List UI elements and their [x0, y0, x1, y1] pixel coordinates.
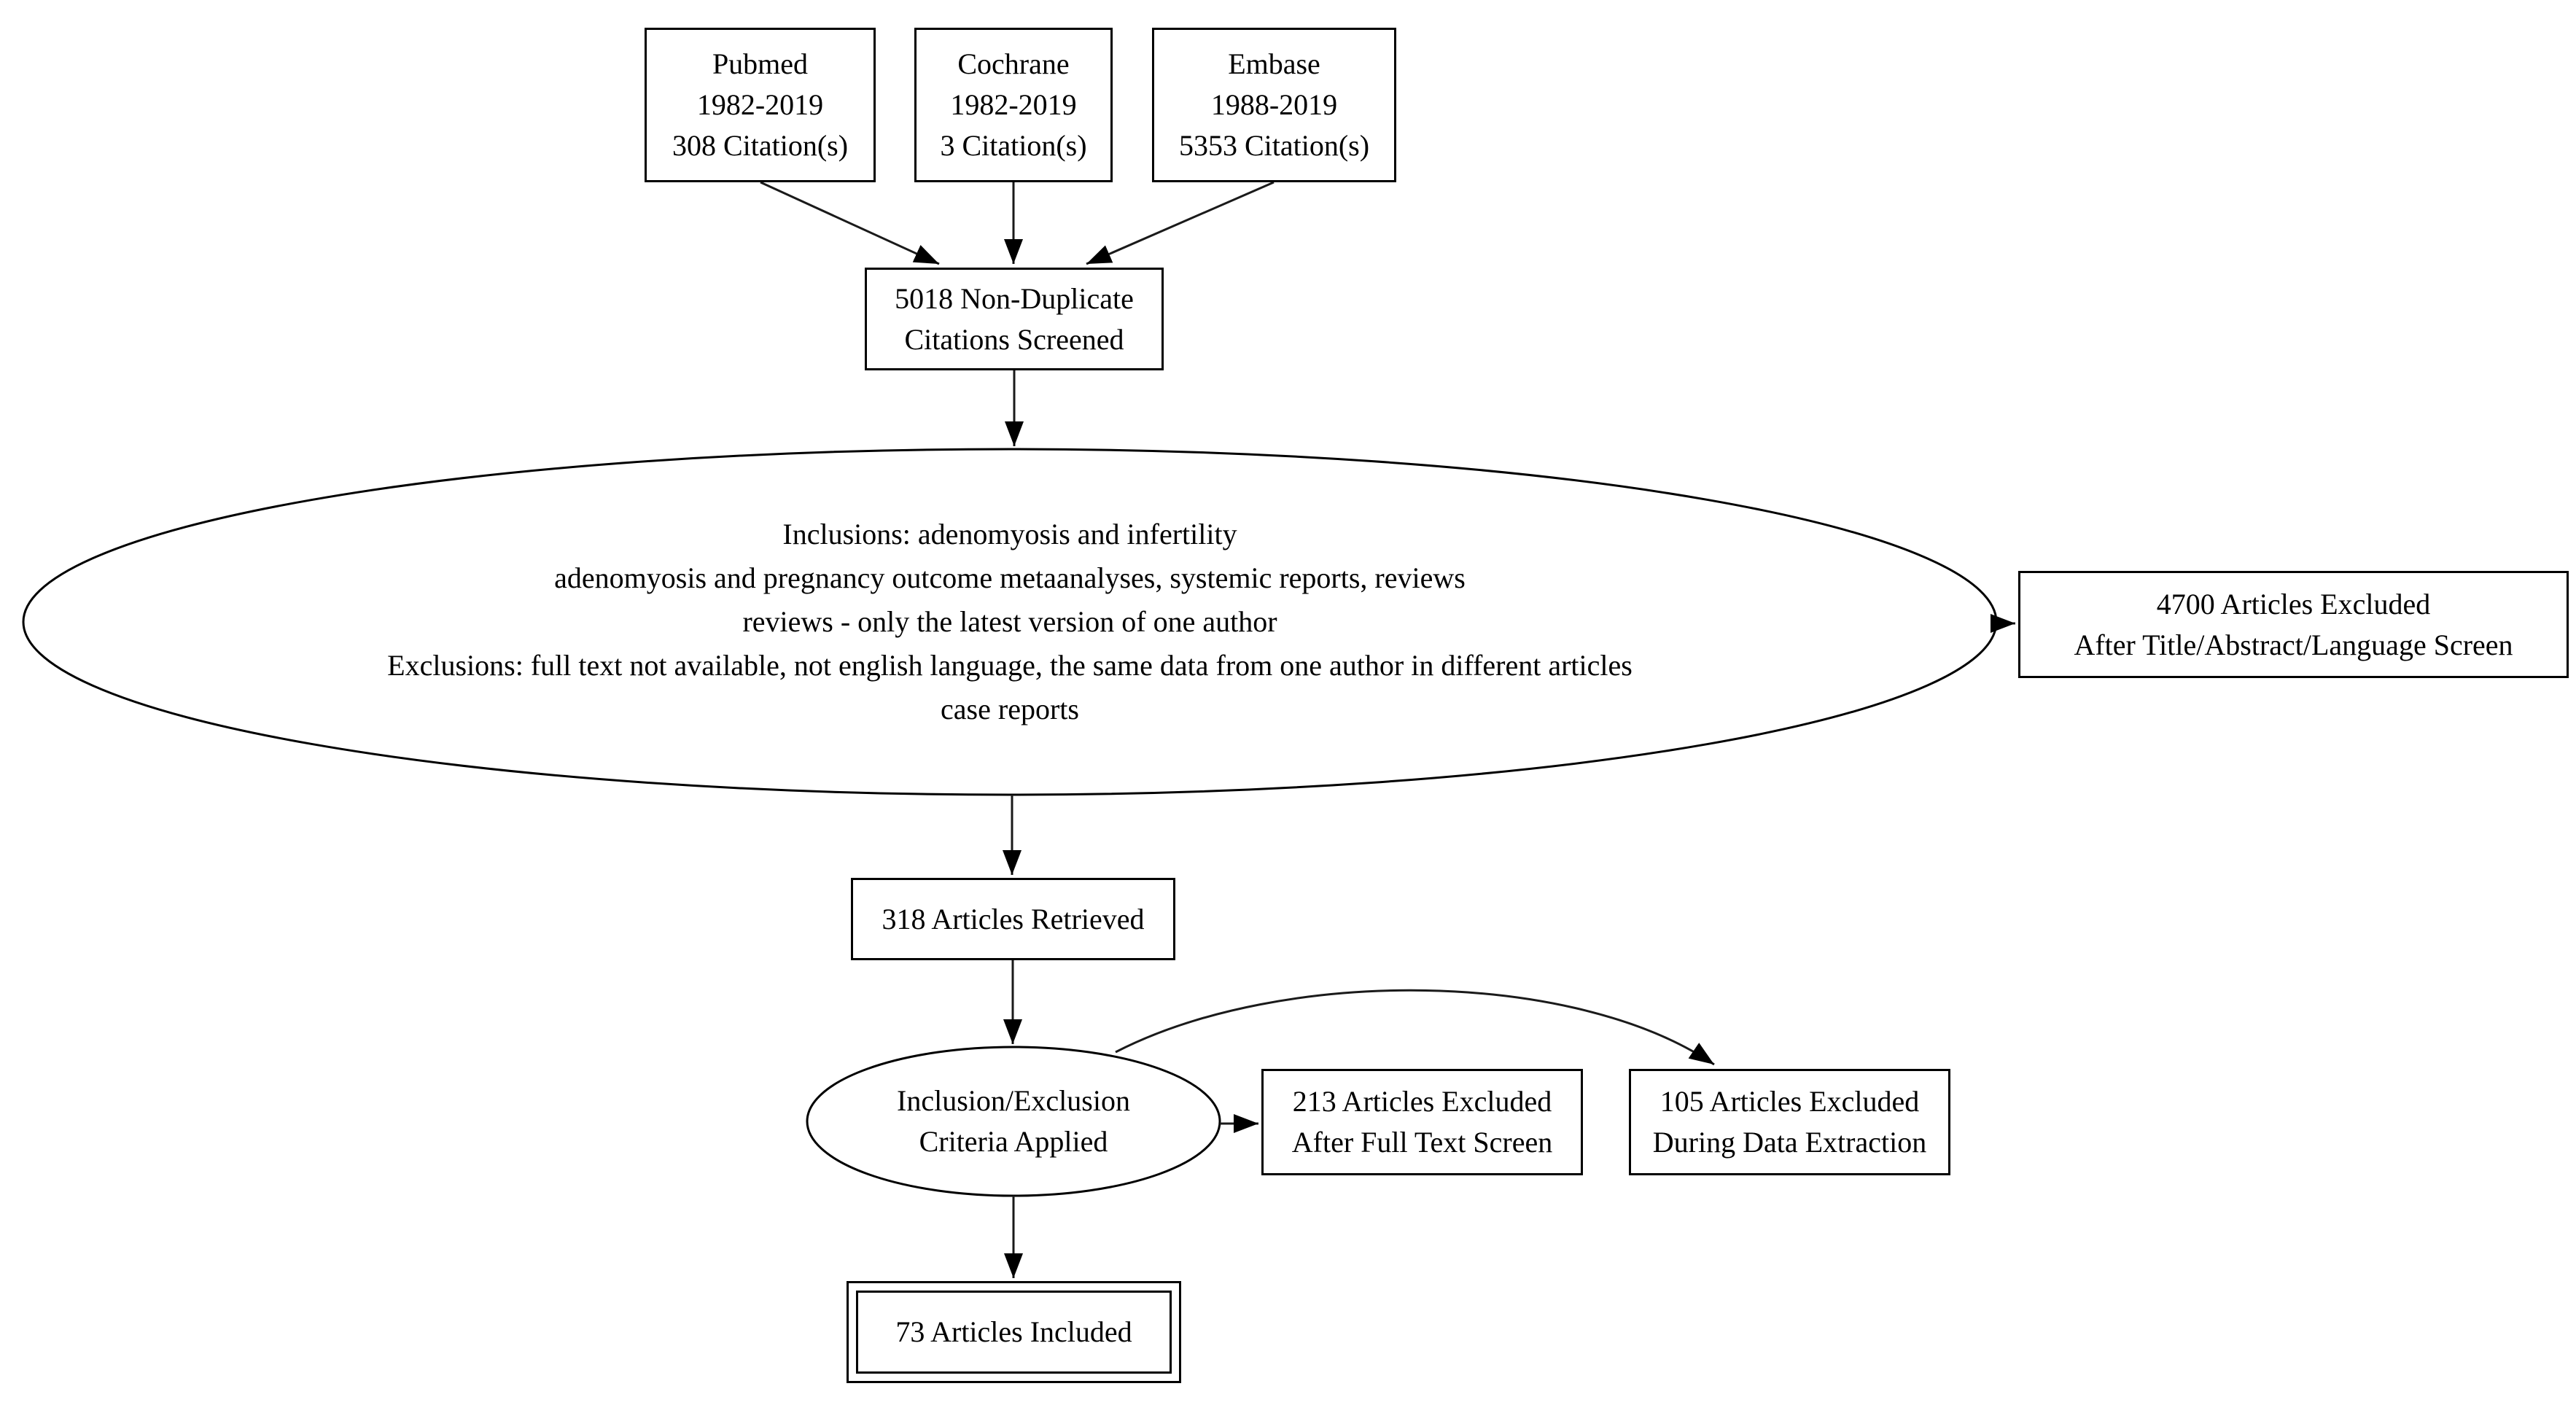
data-extraction-excluded-line2: During Data Extraction: [1652, 1126, 1927, 1159]
criteria-applied-line1: Inclusion/Exclusion: [897, 1084, 1130, 1117]
articles-included-inner-box: 73 Articles Included: [856, 1291, 1172, 1374]
embase-citations: 5353 Citation(s): [1178, 129, 1370, 162]
title-abstract-excluded-line1: 4700 Articles Excluded: [2156, 587, 2431, 620]
cochrane-name: Cochrane: [957, 47, 1070, 80]
criteria-line1: Inclusions: adenomyosis and infertility: [782, 518, 1237, 550]
embase-source-box: Embase 1988-2019 5353 Citation(s): [1152, 28, 1396, 182]
cochrane-citations: 3 Citation(s): [940, 129, 1087, 162]
nonduplicate-screened-box: 5018 Non-Duplicate Citations Screened: [865, 268, 1164, 370]
edge-embase-to-screened: [1086, 181, 1275, 265]
title-abstract-excluded-box: 4700 Articles Excluded After Title/Abstr…: [2018, 571, 2569, 678]
retrieved-line1: 318 Articles Retrieved: [882, 902, 1145, 935]
articles-included-box: 73 Articles Included: [847, 1281, 1181, 1383]
criteria-applied-text: Inclusion/Exclusion Criteria Applied: [807, 1081, 1220, 1162]
data-extraction-excluded-line1: 105 Articles Excluded: [1659, 1085, 1920, 1118]
embase-name: Embase: [1228, 47, 1320, 80]
cochrane-years: 1982-2019: [950, 88, 1077, 121]
included-line1: 73 Articles Included: [895, 1315, 1132, 1348]
screened-line1: 5018 Non-Duplicate: [895, 281, 1134, 315]
criteria-line2: adenomyosis and pregnancy outcome metaan…: [554, 561, 1466, 594]
title-abstract-excluded-line2: After Title/Abstract/Language Screen: [2074, 628, 2513, 661]
articles-retrieved-box: 318 Articles Retrieved: [851, 878, 1175, 960]
screened-line2: Citations Screened: [904, 322, 1124, 356]
criteria-applied-line2: Criteria Applied: [919, 1125, 1108, 1158]
edge-pubmed-to-screened: [760, 181, 940, 265]
screening-criteria-text: Inclusions: adenomyosis and infertility …: [62, 513, 1958, 731]
fulltext-excluded-line1: 213 Articles Excluded: [1292, 1085, 1552, 1118]
fulltext-excluded-line2: After Full Text Screen: [1291, 1126, 1553, 1159]
fulltext-excluded-box: 213 Articles Excluded After Full Text Sc…: [1261, 1069, 1583, 1175]
criteria-line5: case reports: [941, 693, 1079, 725]
criteria-line4: Exclusions: full text not available, not…: [387, 649, 1633, 682]
criteria-line3: reviews - only the latest version of one…: [742, 605, 1277, 638]
data-extraction-excluded-box: 105 Articles Excluded During Data Extrac…: [1629, 1069, 1950, 1175]
cochrane-source-box: Cochrane 1982-2019 3 Citation(s): [914, 28, 1113, 182]
pubmed-name: Pubmed: [712, 47, 809, 80]
pubmed-citations: 308 Citation(s): [672, 129, 849, 162]
pubmed-source-box: Pubmed 1982-2019 308 Citation(s): [645, 28, 876, 182]
embase-years: 1988-2019: [1210, 88, 1338, 121]
edge-criteria-applied-to-data-extraction-excluded: [1115, 989, 1715, 1066]
pubmed-years: 1982-2019: [696, 88, 824, 121]
